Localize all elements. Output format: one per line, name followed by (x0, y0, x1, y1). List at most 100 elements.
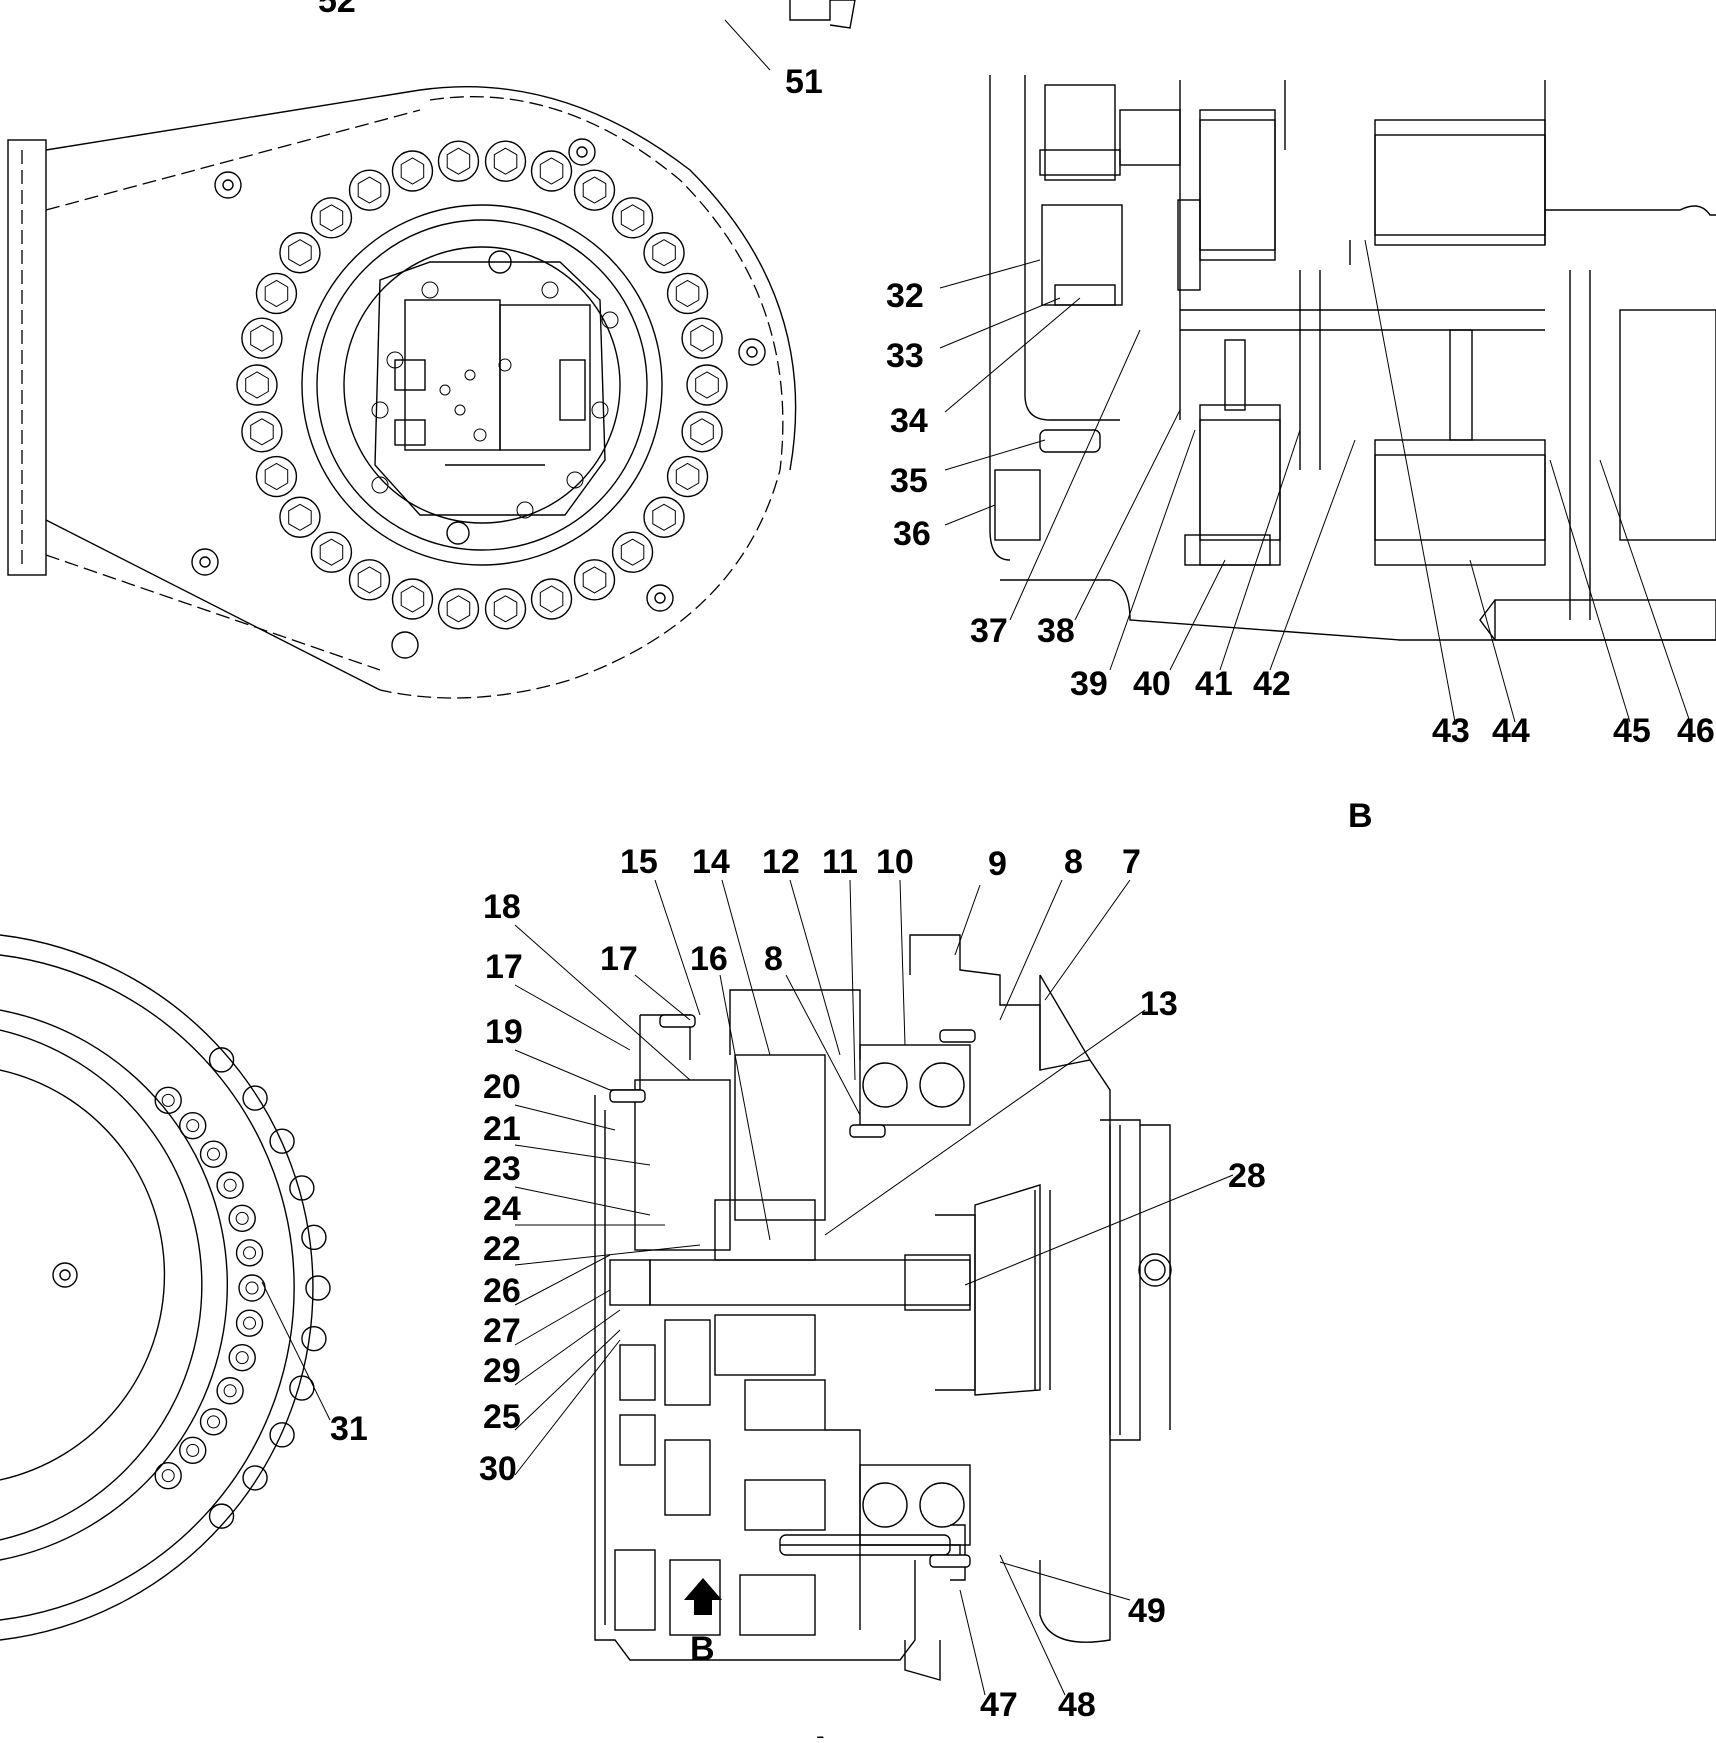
dowel-hole (568, 138, 596, 166)
callout-13: 13 (1140, 985, 1178, 1023)
dowel-hole (646, 584, 674, 612)
callout-24: 24 (483, 1190, 521, 1228)
leader-line (1074, 409, 1181, 621)
flange-hole (242, 1465, 268, 1491)
dowel-hole (214, 171, 242, 199)
callout-leader-lines (261, 19, 1691, 1696)
housing-inner-ring (301, 204, 663, 566)
bolt-head (348, 559, 391, 601)
leader-line (514, 1329, 621, 1431)
bolt-head (611, 197, 654, 239)
ring-gear-upper (634, 1079, 731, 1251)
dowel-hole (391, 631, 419, 659)
leader-line (1109, 429, 1196, 671)
leader-line (1549, 459, 1631, 723)
callout-33: 33 (886, 337, 924, 375)
leader-line (944, 297, 1081, 413)
callout-14: 14 (692, 843, 730, 881)
callout-36: 36 (893, 515, 931, 553)
mounting-flange-plate (7, 139, 47, 576)
callout-11: 11 (822, 843, 858, 881)
callout-45: 45 (1613, 712, 1651, 750)
callout-17-right: 17 (600, 940, 638, 978)
leader-line (514, 1104, 616, 1131)
callout-32: 32 (886, 277, 924, 315)
leader-line (514, 1309, 621, 1386)
leader-line (514, 984, 631, 1051)
planet-gear-upper (1374, 119, 1546, 246)
callout-42: 42 (1253, 665, 1291, 703)
leader-line (959, 1589, 986, 1696)
bolt-head (348, 169, 391, 211)
bolt-head (310, 197, 353, 239)
arrow-b-label: B (690, 1630, 715, 1668)
leader-line (1269, 439, 1356, 671)
leader-line (261, 1281, 331, 1421)
bolt-head (310, 531, 353, 573)
top-fragments (789, 0, 856, 29)
bolt-head (391, 578, 434, 620)
dowel-hole (738, 338, 766, 366)
bolt-head (666, 272, 709, 315)
hex-bolt-ring (236, 140, 728, 630)
main-bearing-lower (859, 1464, 971, 1546)
bolt-head (681, 411, 723, 453)
leader-line (654, 879, 701, 1016)
callout-27: 27 (483, 1312, 521, 1350)
section-view-a (594, 934, 1172, 1681)
flange-bolt (199, 1140, 228, 1168)
leader-line (514, 924, 691, 1081)
leader-line (785, 974, 861, 1116)
through-bolt (779, 1534, 951, 1556)
callout-46: 46 (1677, 712, 1715, 750)
view-a-title: A (808, 1730, 833, 1738)
bolt-head (681, 317, 723, 359)
bolt-head (255, 272, 298, 315)
flange-bolt (216, 1171, 244, 1199)
housing-end-view (7, 85, 797, 699)
bolt-head (241, 411, 283, 453)
bolt-head (530, 578, 573, 620)
flange-bolt (154, 1086, 182, 1115)
leader-line (999, 1554, 1066, 1696)
bolt-head (573, 169, 616, 211)
leader-line (634, 974, 691, 1021)
bolt-head (611, 531, 654, 573)
flange-partial-view (0, 934, 331, 1641)
callout-15: 15 (620, 843, 658, 881)
bolt-head (484, 140, 527, 182)
callout-18: 18 (483, 888, 521, 926)
flange-bolt (228, 1343, 256, 1372)
leader-line (724, 19, 771, 71)
bolt-head (573, 559, 616, 601)
bolt-head (530, 150, 573, 192)
center-hub (52, 1262, 78, 1288)
bolt-head (279, 496, 321, 538)
callout-20: 20 (483, 1068, 521, 1106)
leader-line (514, 1049, 611, 1091)
bolt-head (437, 588, 480, 630)
callout-40: 40 (1133, 665, 1171, 703)
callout-21: 21 (483, 1110, 521, 1148)
flange-hole (208, 1503, 235, 1529)
bolt-head (236, 364, 278, 406)
callout-30: 30 (479, 1450, 517, 1488)
leader-line (514, 1186, 651, 1216)
flange-hole (289, 1175, 315, 1201)
leader-line (944, 439, 1046, 471)
callout-29: 29 (483, 1352, 521, 1390)
leader-line (849, 879, 856, 1081)
flange-hole (305, 1275, 331, 1301)
bolt-head (437, 140, 480, 182)
flange-hole (301, 1325, 327, 1352)
flange-bolt (199, 1408, 228, 1436)
gear-block (1199, 109, 1276, 261)
callout-10: 10 (876, 843, 914, 881)
callout-38: 38 (1037, 612, 1075, 650)
view-b-arrow-icon (684, 1578, 722, 1615)
flange-hole (269, 1422, 295, 1448)
flange-bolt (179, 1111, 207, 1140)
callout-44: 44 (1492, 712, 1530, 750)
callout-49: 49 (1128, 1592, 1166, 1630)
